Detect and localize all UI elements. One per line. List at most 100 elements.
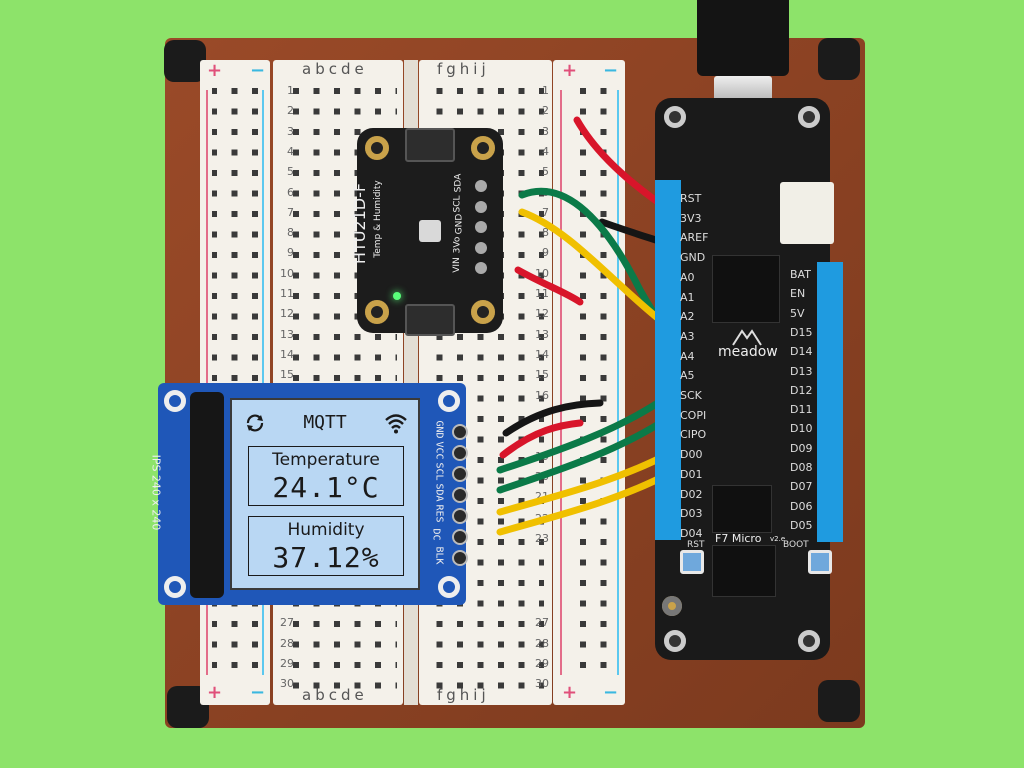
column-letters-bottom-left: abcde: [302, 686, 368, 704]
lcd-pin-label: DC: [430, 528, 442, 541]
meadow-pin-label: D01: [680, 467, 703, 481]
sensor-pin-pad: [475, 262, 487, 274]
rubber-foot: [818, 680, 860, 722]
lcd-pin-label: RES: [433, 504, 445, 523]
row-number: 10: [535, 266, 549, 280]
lcd-pin-label: SDA: [433, 483, 445, 502]
meadow-pin-label: A5: [680, 369, 695, 383]
meadow-model: F7 Micro: [715, 532, 762, 545]
meadow-pin-label: D05: [790, 518, 813, 532]
temperature-panel: Temperature 24.1°C: [248, 446, 404, 506]
rubber-foot: [818, 38, 860, 80]
sensor-pin-pad: [475, 221, 487, 233]
stemma-connector: [405, 304, 455, 336]
row-number: 7: [542, 205, 549, 219]
rail-red-line: [560, 90, 562, 675]
row-number: 29: [535, 657, 549, 670]
meadow-pin-label: D04: [680, 526, 703, 540]
row-number: 11: [280, 287, 294, 300]
sensor-pin-pad: [475, 241, 487, 254]
row-number: 5: [287, 165, 294, 179]
mount-hole: [798, 106, 820, 128]
meadow-logo-icon: [732, 328, 762, 346]
lcd-pin: [452, 466, 468, 482]
row-number: 28: [280, 637, 294, 650]
row-number: 3: [542, 124, 549, 138]
header-left: [655, 180, 681, 540]
rubber-foot: [164, 40, 206, 82]
meadow-pin-label: 5V: [790, 306, 805, 320]
mount-hole: [471, 300, 495, 324]
lcd-pin-label: VCC: [433, 441, 445, 460]
boot-button-label: BOOT: [783, 540, 809, 550]
mount-hole: [365, 300, 389, 324]
mount-hole: [664, 106, 686, 128]
rail-minus-label: −: [603, 60, 619, 81]
meadow-pin-label: RST: [680, 192, 702, 205]
memory-chip: [712, 485, 772, 533]
rail-minus-label: −: [603, 682, 619, 703]
rail-plus-label: +: [207, 682, 223, 703]
meadow-pin-label: D13: [790, 364, 813, 378]
row-number: 14: [535, 347, 549, 361]
row-number: 11: [535, 287, 549, 300]
row-number: 6: [287, 185, 294, 199]
row-number: 1: [287, 84, 294, 97]
lcd-pin: [452, 508, 468, 524]
sensor-pin-pad: [475, 200, 487, 213]
lcd-pin: [452, 529, 468, 545]
wire-green: [496, 392, 672, 474]
meadow-pin-label: D09: [790, 441, 813, 455]
meadow-pin-label: A1: [680, 290, 695, 304]
temperature-value: 24.1°C: [272, 471, 380, 504]
mount-hole: [438, 576, 460, 598]
row-number: 29: [280, 657, 294, 670]
antenna-connector: [662, 596, 682, 616]
meadow-brand: meadow: [718, 344, 778, 360]
rail-plus-label: +: [562, 60, 578, 81]
lcd-pin: [452, 424, 468, 440]
row-number: 7: [287, 205, 294, 219]
rail-red-line: [206, 90, 208, 675]
rst-button[interactable]: [680, 550, 704, 574]
power-led: [393, 292, 401, 300]
mount-hole: [438, 390, 460, 412]
lcd-pin-label: GND: [433, 420, 445, 439]
row-number: 8: [287, 226, 294, 240]
wire-black: [502, 399, 604, 437]
row-number: 13: [535, 327, 549, 341]
lcd-screen: MQTT Temperature 24.1°C Humidity 37.12%: [230, 398, 420, 590]
rail-minus-label: −: [250, 682, 266, 703]
meadow-pin-label: COPI: [680, 408, 707, 422]
row-number: 12: [535, 307, 549, 321]
lcd-pin-label: BLK: [433, 546, 445, 565]
humidity-panel: Humidity 37.12%: [248, 516, 404, 576]
wire-yellow: [496, 468, 676, 536]
row-number: 27: [280, 616, 294, 629]
meadow-pin-label: D08: [790, 461, 813, 474]
meadow-pin-label: GND: [680, 251, 706, 265]
row-number: 16: [535, 388, 549, 402]
meadow-pin-label: D11: [790, 403, 813, 417]
rail-plus-label: +: [207, 60, 223, 81]
meadow-version: v2.e: [770, 535, 786, 543]
usb-cable: [697, 0, 789, 76]
row-number: 1: [542, 84, 549, 97]
row-number: 2: [542, 104, 549, 118]
lcd-flex-cable: [190, 392, 224, 598]
column-letters-top-left: abcde: [302, 60, 368, 78]
row-number: 9: [542, 246, 549, 260]
meadow-pin-label: D03: [680, 507, 703, 521]
battery-connector: [780, 182, 834, 244]
wire-red: [499, 419, 584, 459]
lcd-pin-label: SCL: [433, 462, 445, 481]
meadow-pin-label: D00: [680, 448, 703, 462]
mcu-chip: [712, 255, 780, 323]
sensor-pin-pad: [475, 180, 487, 192]
boot-button[interactable]: [808, 550, 832, 574]
rail-minus-label: −: [250, 60, 266, 81]
header-right: [817, 262, 843, 542]
row-number: 9: [287, 246, 294, 260]
meadow-pin-label: D07: [790, 480, 813, 494]
